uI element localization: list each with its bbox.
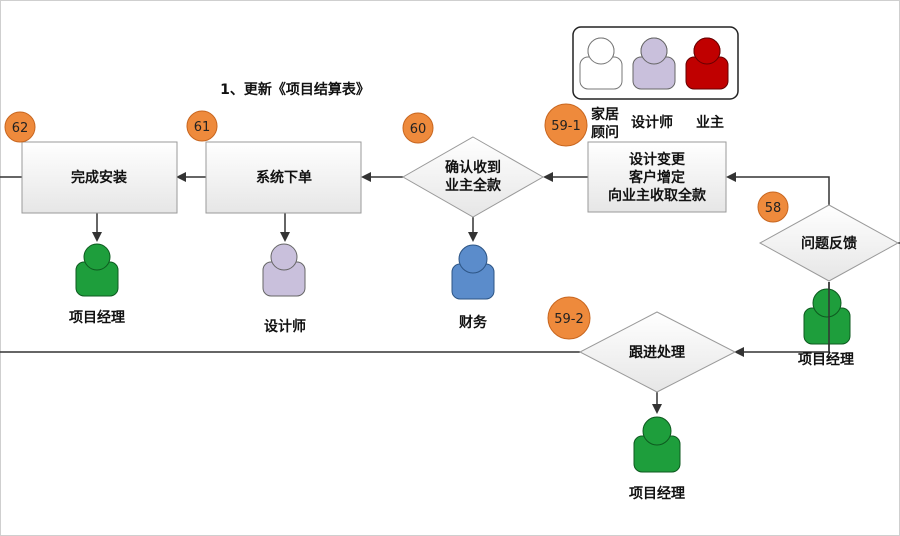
legend-label-designer: 设计师 xyxy=(631,114,673,131)
diamond-issue-feedback xyxy=(758,204,900,282)
label-design-change-3: 向业主收取全款 xyxy=(608,187,707,204)
box-design-change xyxy=(587,141,727,213)
box-complete-install xyxy=(21,141,178,214)
box-system-order xyxy=(205,141,362,214)
label-design-change-2: 客户增定 xyxy=(628,169,685,186)
legend-figure-home-advisor xyxy=(579,37,623,90)
legend-figure-owner xyxy=(685,37,729,90)
label-confirm-payment-1: 确认收到 xyxy=(445,159,501,176)
badge-62 xyxy=(4,111,36,143)
label-issue-feedback: 问题反馈 xyxy=(801,235,857,252)
legend-figure-designer xyxy=(632,37,676,90)
person-icon-finance xyxy=(451,244,495,300)
diamond-follow-up xyxy=(578,311,737,393)
label-design-change-1: 设计变更 xyxy=(629,151,686,168)
legend xyxy=(572,26,739,100)
person-icon-designer xyxy=(262,243,306,297)
legend-label-home-advisor-2: 顾问 xyxy=(591,124,619,141)
badge-59-2 xyxy=(547,296,591,340)
badge-59-2-label: 59-2 xyxy=(554,312,584,327)
diamond-confirm-payment xyxy=(401,136,545,218)
person-icon-pm-2 xyxy=(803,288,851,345)
role-label-pm-2: 项目经理 xyxy=(798,351,854,368)
arrow-feedback-to-change xyxy=(726,172,830,206)
role-label-pm-3: 项目经理 xyxy=(629,485,685,502)
legend-label-home-advisor-1: 家居 xyxy=(591,106,619,123)
label-confirm-payment-2: 业主全款 xyxy=(445,177,502,194)
node-design-change xyxy=(587,141,727,213)
role-label-pm-1: 项目经理 xyxy=(69,309,125,326)
badge-61 xyxy=(186,110,218,142)
role-label-designer: 设计师 xyxy=(264,318,306,335)
badge-62-label: 62 xyxy=(12,121,29,136)
label-follow-up: 跟进处理 xyxy=(629,344,685,361)
label-system-order: 系统下单 xyxy=(256,169,312,186)
role-label-finance: 财务 xyxy=(458,314,488,331)
badge-59-1 xyxy=(544,103,588,147)
person-icon-pm-1 xyxy=(75,243,119,297)
node-complete-install xyxy=(21,141,178,214)
badge-59-1-label: 59-1 xyxy=(551,119,581,134)
node-system-order xyxy=(205,141,362,214)
badge-58-label: 58 xyxy=(765,201,782,216)
legend-label-owner: 业主 xyxy=(696,114,724,131)
label-complete-install: 完成安装 xyxy=(71,169,128,186)
badge-61-label: 61 xyxy=(194,120,211,135)
person-icon-pm-3 xyxy=(633,416,681,473)
badge-58 xyxy=(757,191,789,223)
badge-60 xyxy=(402,112,434,144)
badge-60-label: 60 xyxy=(410,122,427,137)
diagram-title: 1、更新《项目结算表》 xyxy=(220,81,370,98)
